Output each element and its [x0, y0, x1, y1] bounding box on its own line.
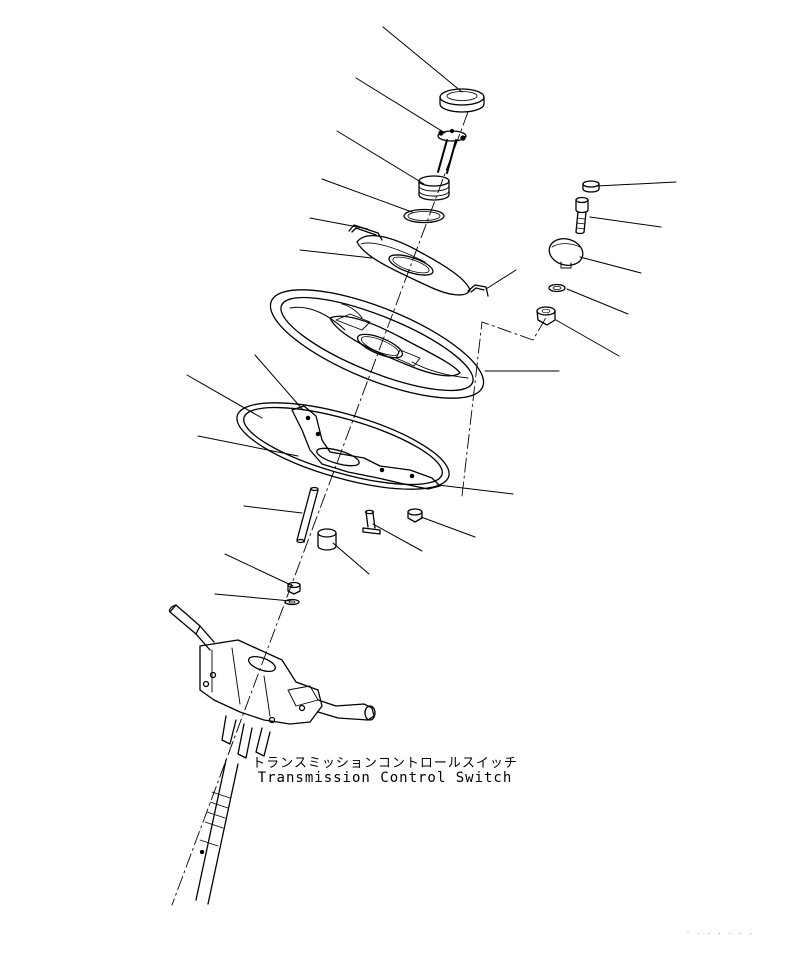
knob [546, 235, 586, 269]
bolt [363, 510, 380, 534]
center-axis [172, 112, 548, 905]
spacer [318, 529, 336, 550]
knob-washer [549, 285, 565, 292]
clip-right [468, 285, 488, 296]
nut-lower [288, 583, 300, 595]
clip-left [349, 225, 382, 240]
ring-washer [404, 210, 444, 223]
nut-right [408, 509, 422, 522]
knob-cap [583, 181, 599, 192]
transmission-control-switch [169, 605, 375, 904]
caption-japanese: トランスミッションコントロールスイッチ [252, 756, 518, 771]
knob-bolt [576, 198, 588, 234]
washer-lower [285, 600, 299, 605]
reference-code: - . . . . . . [686, 928, 754, 936]
spring-stack [419, 176, 449, 200]
wheel-frame [228, 385, 457, 507]
pin [297, 488, 318, 543]
contact-plate [438, 130, 466, 174]
leader-lines [187, 27, 676, 601]
knob-base-nut [537, 307, 555, 325]
caption-english: Transmission Control Switch [257, 770, 513, 786]
hub-cover [357, 236, 470, 295]
horn-cap [440, 89, 484, 112]
steering-wheel [258, 268, 496, 420]
